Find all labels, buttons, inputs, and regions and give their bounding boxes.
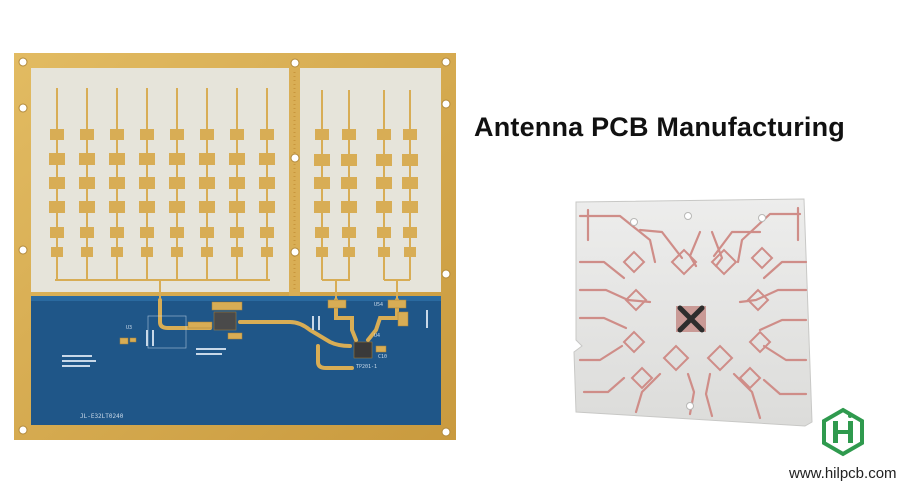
silk-testpoint: TP201-1 — [356, 364, 377, 370]
board-id-label: JL-E32LT0240 — [80, 413, 124, 420]
silk-marks — [62, 310, 428, 367]
hilpcb-logo-icon — [822, 407, 864, 457]
page-title: Antenna PCB Manufacturing — [474, 112, 846, 142]
mounting-holes — [18, 57, 451, 437]
patch-array-left — [49, 88, 275, 300]
rf-traces — [158, 298, 399, 370]
diamond-patches — [622, 246, 774, 390]
antenna-feed-board — [573, 198, 813, 427]
antenna-array-board: JL-E32LT0240 U4 U3 C10 TP201-1 U54 — [14, 53, 456, 440]
center-feed-cross — [676, 305, 706, 333]
silk-u3: U3 — [126, 325, 132, 331]
silk-c10: C10 — [378, 354, 387, 360]
smd-components — [119, 299, 409, 359]
silk-u4: U4 — [374, 333, 380, 339]
patch-array-right — [314, 90, 418, 300]
feed-board-holes — [630, 212, 766, 410]
antenna-panel-left — [31, 68, 289, 292]
copper-traces — [578, 206, 808, 420]
website-url[interactable]: www.hilpcb.com — [789, 465, 897, 482]
panel-divider — [289, 68, 300, 296]
silk-u54: U54 — [374, 302, 383, 308]
